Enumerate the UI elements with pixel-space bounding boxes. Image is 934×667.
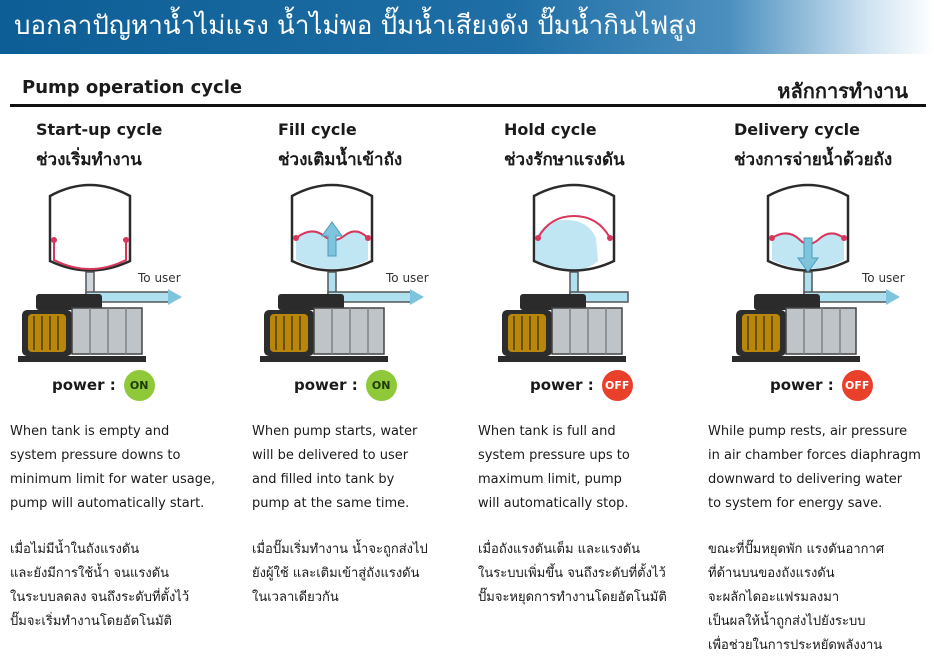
desc-line: While pump rests, air pressure	[708, 424, 908, 439]
desc-line-thai: จะผลักไดอะแฟรมลงมา	[708, 590, 840, 605]
cycle-title-thai: ช่วงรักษาแรงดัน	[504, 150, 625, 170]
desc-line: pump at the same time.	[252, 496, 410, 511]
desc-line: system pressure ups to	[478, 448, 630, 463]
water-fill	[536, 220, 598, 271]
title-banner: บอกลาปัญหาน้ำไม่แรง น้ำไม่พอ ปั๊มน้ำเสีย…	[0, 0, 934, 54]
desc-line-thai: ที่ด้านบนของถังแรงดัน	[708, 566, 835, 581]
power-indicator: power : OFF	[770, 369, 873, 401]
to-user-label: To user	[385, 271, 429, 285]
desc-line-thai: เพื่อช่วยในการประหยัดพลังงาน	[708, 638, 883, 653]
cycle-description-thai: ขณะที่ปั๊มหยุดพัก แรงดันอากาศ ที่ด้านบนข…	[708, 538, 934, 658]
desc-line-thai: เมื่อปั๊มเริ่มทำงาน น้ำจะถูกส่งไป	[252, 542, 428, 557]
power-indicator: power : ON	[52, 369, 155, 401]
tank-outlet-pipe	[85, 271, 95, 295]
pump-body	[260, 294, 388, 362]
cycle-title-thai: ช่วงเริ่มทำงาน	[36, 150, 142, 170]
cycle-description-thai: เมื่อถังแรงดันเต็ม และแรงดัน ในระบบเพิ่ม…	[478, 538, 704, 610]
pump-tank-illustration: To user	[260, 183, 429, 362]
pump-tank-illustration: To user	[732, 183, 905, 362]
cycle-description: While pump rests, air pressure in air ch…	[708, 420, 934, 516]
cycle-title-thai: ช่วงการจ่ายน้ำด้วยถัง	[734, 150, 893, 170]
power-label: power :	[294, 376, 358, 394]
cycle-title: Delivery cycle	[734, 120, 861, 139]
cycle-title-thai: ช่วงเติมน้ำเข้าถัง	[278, 150, 403, 170]
banner-title: บอกลาปัญหาน้ำไม่แรง น้ำไม่พอ ปั๊มน้ำเสีย…	[14, 11, 697, 41]
power-label: power :	[530, 376, 594, 394]
pressure-tank	[290, 183, 374, 272]
cycle-description: When pump starts, water will be delivere…	[252, 420, 478, 516]
desc-line-thai: ในระบบลดลง จนถึงระดับที่ตั้งไว้	[10, 590, 190, 605]
power-indicator: power : OFF	[530, 369, 633, 401]
cycle-description-thai: เมื่อไม่มีน้ำในถังแรงดัน และยังมีการใช้น…	[10, 538, 236, 634]
pump-tank-illustration	[498, 183, 629, 362]
power-off-badge: OFF	[841, 369, 873, 401]
power-off-badge: OFF	[601, 369, 633, 401]
desc-line-thai: ยังผู้ใช้ และเติมเข้าสู่ถังแรงดัน	[252, 566, 420, 581]
desc-line-thai: เมื่อไม่มีน้ำในถังแรงดัน	[10, 542, 140, 557]
desc-line: maximum limit, pump	[478, 472, 622, 487]
down-arrow	[797, 237, 819, 273]
desc-line: system pressure downs to	[10, 448, 181, 463]
to-user-label: To user	[861, 271, 905, 285]
desc-line-thai: เมื่อถังแรงดันเต็ม และแรงดัน	[478, 542, 641, 557]
tank-outlet-pipe	[569, 271, 579, 295]
section-title: Pump operation cycle	[22, 77, 243, 98]
cycle-start-up: Start-up cycle ช่วงเริ่มทำงาน To user po…	[10, 118, 236, 658]
cycle-description-thai: เมื่อปั๊มเริ่มทำงาน น้ำจะถูกส่งไป ยังผู้…	[252, 538, 478, 610]
cycle-description: When tank is full and system pressure up…	[478, 420, 704, 516]
cycle-delivery: Delivery cycle ช่วงการจ่ายน้ำด้วยถัง To …	[708, 118, 934, 658]
desc-line-thai: ในเวลาเดียวกัน	[252, 590, 339, 605]
desc-line-thai: ปั๊มจะเริ่มทำงานโดยอัตโนมัติ	[10, 614, 172, 629]
to-user-label: To user	[137, 271, 181, 285]
flow-arrow	[410, 289, 424, 305]
pump-body	[498, 294, 626, 362]
desc-line: When pump starts, water	[252, 424, 418, 439]
desc-line-thai: ในระบบเพิ่มขึ้น จนถึงระดับที่ตั้งไว้	[478, 566, 666, 581]
cycle-hold: Hold cycle ช่วงรักษาแรงดัน power : OFF W…	[478, 118, 704, 658]
pressure-tank	[48, 183, 132, 272]
cycle-fill: Fill cycle ช่วงเติมน้ำเข้าถัง To user po…	[252, 118, 478, 658]
desc-line: to system for energy save.	[708, 496, 883, 511]
desc-line: When tank is empty and	[10, 424, 170, 439]
desc-line: minimum limit for water usage,	[10, 472, 216, 487]
desc-line-thai: ปั๊มจะหยุดการทำงานโดยอัตโนมัติ	[478, 590, 667, 605]
pump-tank-illustration: To user	[18, 183, 182, 362]
header-divider	[10, 104, 926, 107]
power-on-badge: ON	[123, 369, 155, 401]
desc-line: pump will automatically start.	[10, 496, 205, 511]
diaphragm	[53, 240, 127, 270]
up-arrow	[321, 221, 343, 257]
power-on-badge: ON	[365, 369, 397, 401]
power-label: power :	[52, 376, 116, 394]
tank-outlet-pipe	[803, 271, 813, 295]
desc-line: downward to delivering water	[708, 472, 903, 487]
tank-outlet-pipe	[327, 271, 337, 295]
desc-line: When tank is full and	[478, 424, 616, 439]
desc-line-thai: และยังมีการใช้น้ำ จนแรงดัน	[10, 566, 170, 581]
section-title-thai: หลักการทำงาน	[777, 79, 908, 103]
desc-line-thai: เป็นผลให้น้ำถูกส่งไปยังระบบ	[708, 614, 866, 629]
power-indicator: power : ON	[294, 369, 397, 401]
cycle-title: Hold cycle	[504, 120, 597, 139]
cycle-title: Fill cycle	[278, 120, 357, 139]
cycle-title: Start-up cycle	[36, 120, 163, 139]
flow-arrow	[886, 289, 900, 305]
pump-body	[732, 294, 860, 362]
pressure-tank	[532, 183, 616, 272]
pump-body	[18, 294, 146, 362]
power-label: power :	[770, 376, 834, 394]
desc-line: will automatically stop.	[478, 496, 629, 511]
desc-line: in air chamber forces diaphragm	[708, 448, 921, 463]
desc-line: and filled into tank by	[252, 472, 395, 487]
desc-line: will be delivered to user	[252, 448, 409, 463]
pressure-tank	[766, 183, 850, 272]
flow-arrow	[168, 289, 182, 305]
cycle-description: When tank is empty and system pressure d…	[10, 420, 236, 516]
diaphragm	[537, 214, 611, 239]
desc-line-thai: ขณะที่ปั๊มหยุดพัก แรงดันอากาศ	[708, 542, 885, 557]
